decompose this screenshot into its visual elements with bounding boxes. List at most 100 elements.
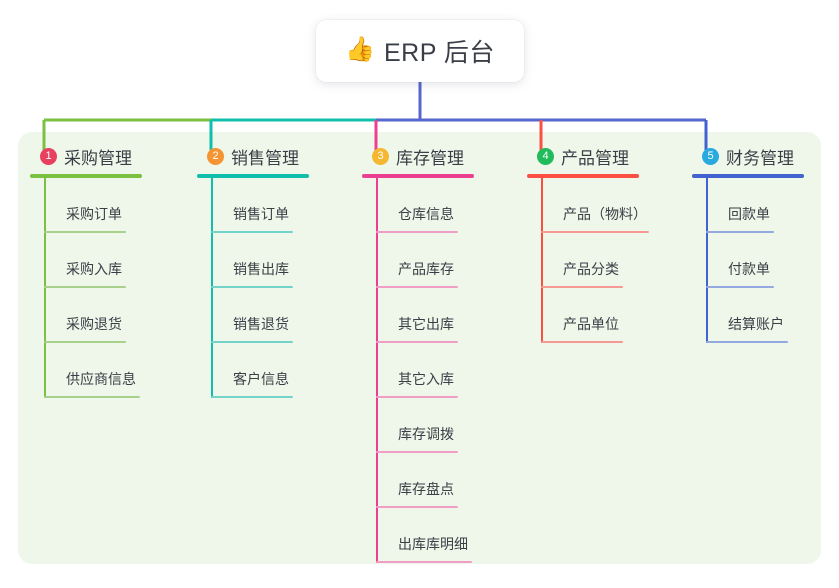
branch-child-item[interactable]: 采购入库 — [44, 233, 142, 288]
branch-header-3[interactable]: 3 库存管理 — [362, 144, 474, 168]
branch-child-underline — [44, 231, 126, 233]
branch-child-underline — [706, 341, 788, 343]
branch-child-label: 库存盘点 — [398, 481, 454, 497]
branch-header-underline — [197, 174, 309, 178]
branch-child-label: 采购退货 — [66, 316, 122, 332]
branch-child-label: 付款单 — [728, 261, 770, 277]
branch-child-underline — [376, 451, 458, 453]
branch-child-item[interactable]: 库存盘点 — [376, 453, 474, 508]
branch-header-underline — [527, 174, 639, 178]
branch-child-underline — [211, 341, 293, 343]
branch-child-label: 产品单位 — [563, 316, 619, 332]
branch-child-label: 其它出库 — [398, 316, 454, 332]
branch-number-badge: 5 — [702, 147, 719, 165]
branch-child-label: 采购订单 — [66, 206, 122, 222]
branch-child-item[interactable]: 采购退货 — [44, 288, 142, 343]
branch-child-item[interactable]: 出库库明细 — [376, 508, 474, 563]
branch-header-1[interactable]: 1 采购管理 — [30, 144, 142, 168]
branch-child-label: 销售出库 — [233, 261, 289, 277]
branch-child-underline — [706, 231, 774, 233]
branch-child-item[interactable]: 产品（物料） — [541, 178, 649, 233]
branch-header-4[interactable]: 4 产品管理 — [527, 144, 639, 168]
branch-child-label: 产品（物料） — [563, 206, 647, 222]
branch-column-1: 1 采购管理采购订单采购入库采购退货供应商信息 — [30, 144, 142, 398]
branch-spine — [44, 178, 46, 398]
branch-child-label: 客户信息 — [233, 371, 289, 387]
branch-header-underline — [362, 174, 474, 178]
branch-child-label: 产品库存 — [398, 261, 454, 277]
branch-title: 采购管理 — [64, 148, 132, 168]
branch-child-label: 销售退货 — [233, 316, 289, 332]
branch-children: 采购订单采购入库采购退货供应商信息 — [30, 178, 142, 398]
branch-child-item[interactable]: 销售订单 — [211, 178, 309, 233]
branch-number-badge: 4 — [537, 147, 554, 165]
branch-number-badge: 2 — [207, 147, 224, 165]
branch-child-item[interactable]: 其它入库 — [376, 343, 474, 398]
branch-number-badge: 3 — [372, 147, 389, 165]
branch-child-underline — [541, 341, 623, 343]
root-node-label: ERP 后台 — [383, 39, 495, 67]
thumbs-up-icon: 👍 — [345, 36, 375, 63]
branch-header-underline — [30, 174, 142, 178]
branch-number-badge: 1 — [40, 147, 57, 165]
branch-child-underline — [376, 561, 472, 563]
branch-child-label: 产品分类 — [563, 261, 619, 277]
branch-child-underline — [376, 231, 458, 233]
branch-column-4: 4 产品管理产品（物料） 产品分类产品单位 — [527, 144, 649, 343]
branch-child-item[interactable]: 回款单 — [706, 178, 804, 233]
branch-spine — [706, 178, 708, 343]
branch-children: 销售订单销售出库销售退货客户信息 — [197, 178, 309, 398]
branch-child-underline — [211, 231, 293, 233]
branch-child-label: 出库库明细 — [398, 536, 468, 552]
branch-child-item[interactable]: 客户信息 — [211, 343, 309, 398]
branch-child-underline — [211, 396, 293, 398]
branch-child-underline — [376, 506, 458, 508]
branch-column-3: 3 库存管理仓库信息产品库存其它出库其它入库库存调拨库存盘点出库库明细 — [362, 144, 474, 563]
branch-child-item[interactable]: 采购订单 — [44, 178, 142, 233]
branch-children: 仓库信息产品库存其它出库其它入库库存调拨库存盘点出库库明细 — [362, 178, 474, 563]
branch-child-underline — [541, 286, 623, 288]
branch-child-item[interactable]: 产品分类 — [541, 233, 639, 288]
branch-child-item[interactable]: 结算账户 — [706, 288, 804, 343]
root-node[interactable]: 👍 ERP 后台 — [316, 20, 524, 82]
branch-child-underline — [376, 396, 458, 398]
branch-child-label: 其它入库 — [398, 371, 454, 387]
branch-child-label: 结算账户 — [728, 316, 784, 332]
branch-column-2: 2 销售管理销售订单销售出库销售退货客户信息 — [197, 144, 309, 398]
branch-child-item[interactable]: 其它出库 — [376, 288, 474, 343]
branch-child-underline — [44, 396, 140, 398]
branch-header-2[interactable]: 2 销售管理 — [197, 144, 309, 168]
branch-spine — [541, 178, 543, 343]
branch-spine — [376, 178, 378, 563]
branch-child-underline — [44, 286, 126, 288]
branch-child-label: 销售订单 — [233, 206, 289, 222]
branch-column-5: 5 财务管理回款单付款单结算账户 — [692, 144, 804, 343]
branch-child-item[interactable]: 销售退货 — [211, 288, 309, 343]
branch-child-underline — [211, 286, 293, 288]
diagram-background-panel — [18, 132, 821, 564]
branch-child-underline — [706, 286, 774, 288]
branch-child-underline — [541, 231, 649, 233]
branch-children: 产品（物料） 产品分类产品单位 — [527, 178, 649, 343]
branch-children: 回款单付款单结算账户 — [692, 178, 804, 343]
branch-header-5[interactable]: 5 财务管理 — [692, 144, 804, 168]
branch-child-item[interactable]: 销售出库 — [211, 233, 309, 288]
branch-title: 库存管理 — [396, 148, 464, 168]
branch-header-underline — [692, 174, 804, 178]
branch-child-underline — [376, 341, 458, 343]
branch-child-label: 仓库信息 — [398, 206, 454, 222]
branch-child-item[interactable]: 库存调拨 — [376, 398, 474, 453]
branch-child-label: 回款单 — [728, 206, 770, 222]
branch-child-label: 库存调拨 — [398, 426, 454, 442]
branch-child-item[interactable]: 供应商信息 — [44, 343, 142, 398]
branch-child-label: 供应商信息 — [66, 371, 136, 387]
branch-title: 产品管理 — [561, 148, 629, 168]
branch-child-item[interactable]: 付款单 — [706, 233, 804, 288]
branch-title: 财务管理 — [726, 148, 794, 168]
branch-child-item[interactable]: 仓库信息 — [376, 178, 474, 233]
branch-child-item[interactable]: 产品单位 — [541, 288, 639, 343]
branch-child-item[interactable]: 产品库存 — [376, 233, 474, 288]
branch-child-underline — [44, 341, 126, 343]
branch-title: 销售管理 — [231, 148, 299, 168]
